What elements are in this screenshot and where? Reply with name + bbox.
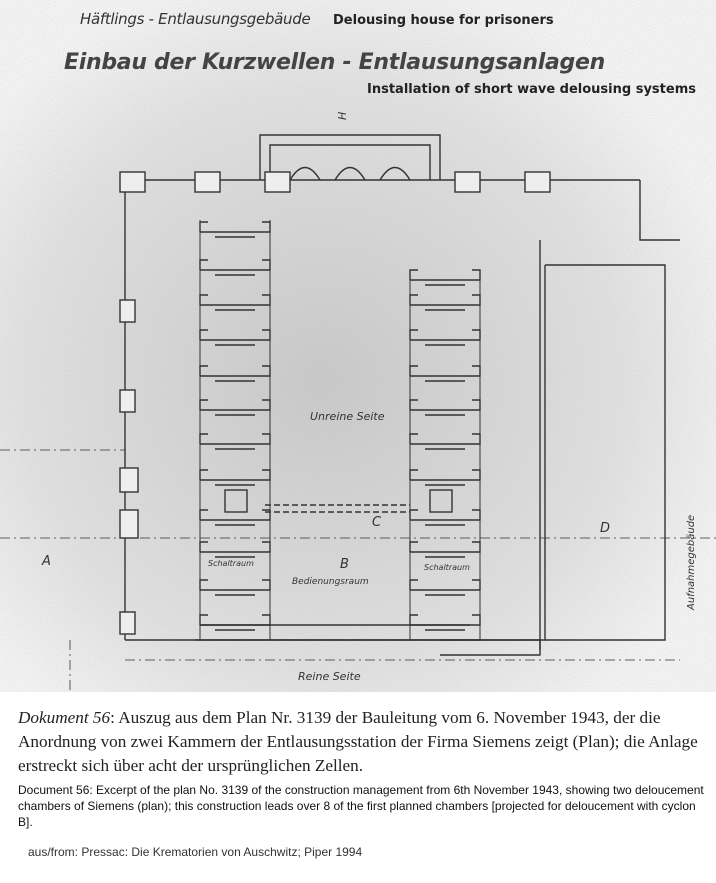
document-label: Dokument 56: [18, 708, 111, 727]
label-marker-b: B: [340, 557, 349, 572]
floor-plan-drawing: Unreine Seite Reine Seite Schaltraum Sch…: [0, 0, 716, 692]
label-switch-room-right: Schaltraum: [424, 563, 470, 572]
label-operating-room: Bedienungsraum: [292, 577, 369, 587]
label-marker-h: H: [336, 112, 349, 120]
source-citation: aus/from: Pressac: Die Krematorien von A…: [28, 845, 363, 859]
german-caption-text: : Auszug aus dem Plan Nr. 3139 der Baule…: [18, 708, 698, 775]
english-subtitle: Delousing house for prisoners: [333, 13, 554, 28]
label-unclean-side: Unreine Seite: [310, 410, 385, 423]
english-title: Installation of short wave delousing sys…: [367, 82, 696, 97]
german-subtitle: Häftlings - Entlausungsgebäude: [80, 10, 311, 28]
label-marker-c: C: [372, 515, 382, 530]
german-caption: Dokument 56: Auszug aus dem Plan Nr. 313…: [18, 706, 716, 778]
label-marker-d: D: [600, 521, 610, 536]
label-switch-room-left: Schaltraum: [208, 559, 254, 568]
label-reception-building: Aufnahmegebäude: [686, 515, 697, 611]
english-caption: Document 56: Excerpt of the plan No. 313…: [18, 783, 704, 829]
german-title: Einbau der Kurzwellen - Entlausungsanlag…: [64, 50, 605, 75]
label-marker-a: A: [41, 554, 51, 569]
label-clean-side: Reine Seite: [298, 670, 361, 683]
